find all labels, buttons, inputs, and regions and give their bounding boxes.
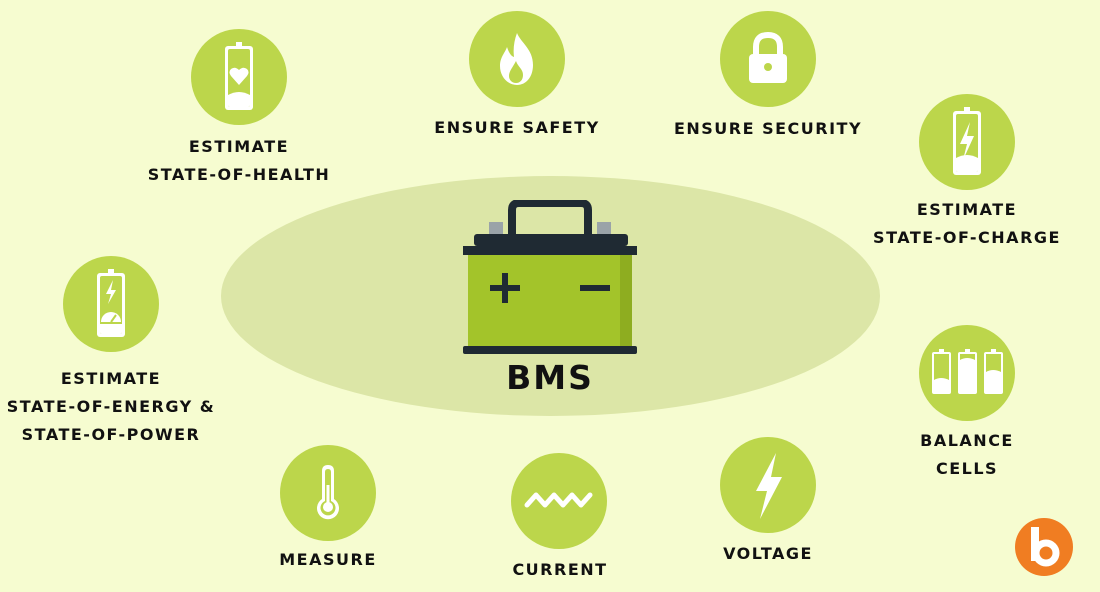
three-cells-icon — [932, 349, 1003, 394]
safety-circle — [469, 11, 565, 107]
voltage-label: VOLTAGE — [723, 544, 813, 563]
battery-heart-icon — [225, 42, 253, 110]
soe-label-line3: STATE-OF-POWER — [21, 425, 201, 444]
balance-label-line2: CELLS — [935, 459, 999, 478]
soc-circle — [919, 94, 1015, 190]
lightning-icon — [756, 453, 782, 519]
security-label: ENSURE SECURITY — [673, 119, 863, 138]
car-battery-icon — [460, 199, 640, 360]
soe-label: ESTIMATE STATE-OF-ENERGY & STATE-OF-POWE… — [6, 365, 216, 449]
current-circle — [511, 453, 607, 549]
balance-circle — [919, 325, 1015, 421]
soe-label-line1: ESTIMATE — [60, 369, 162, 388]
measure-label: MEASURE — [279, 550, 377, 569]
thermometer-icon — [317, 465, 339, 520]
safety-label: ENSURE SAFETY — [434, 118, 600, 137]
soh-label-line1: ESTIMATE — [188, 137, 290, 156]
padlock-icon — [749, 31, 787, 83]
soc-label-line1: ESTIMATE — [916, 200, 1018, 219]
measure-circle — [280, 445, 376, 541]
current-label: CURRENT — [512, 560, 608, 579]
voltage-circle — [720, 437, 816, 533]
brand-logo — [1015, 518, 1073, 576]
soh-label: ESTIMATE STATE-OF-HEALTH — [139, 133, 339, 189]
battery-bolt-icon — [953, 107, 981, 175]
balance-label-line1: BALANCE — [920, 431, 1014, 450]
security-circle — [720, 11, 816, 107]
soc-label: ESTIMATE STATE-OF-CHARGE — [867, 196, 1067, 252]
bms-label: BMS — [506, 358, 594, 397]
soh-label-line2: STATE-OF-HEALTH — [147, 165, 331, 184]
soc-label-line2: STATE-OF-CHARGE — [873, 228, 1061, 247]
balance-label: BALANCE CELLS — [867, 427, 1067, 483]
zigzag-wave-icon — [524, 492, 593, 508]
flame-icon — [500, 33, 533, 85]
soh-circle — [191, 29, 287, 125]
battery-gauge-icon — [97, 269, 125, 337]
soe-circle — [63, 256, 159, 352]
soe-label-line2: STATE-OF-ENERGY & — [6, 397, 216, 416]
